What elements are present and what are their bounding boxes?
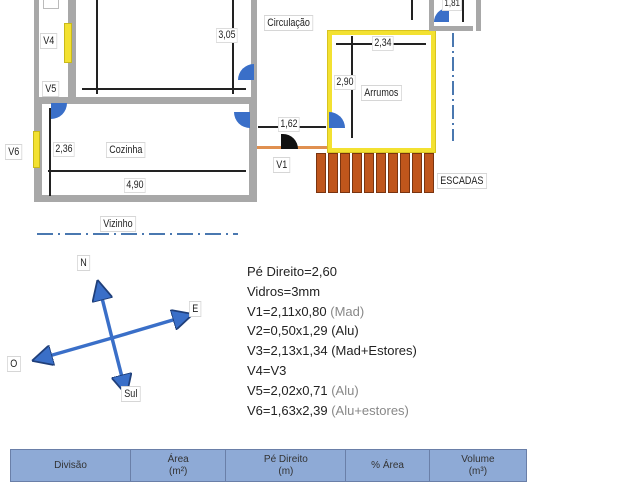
wall-cozinha-right [249,97,257,202]
door-top-right [434,8,449,22]
dim-1-62: 1,62 [278,117,300,132]
wall-top-right-bottom [429,26,473,31]
dim-line-top-right-a [411,0,413,20]
col-volume: Volume (m³) [461,453,495,477]
col-divisao: Divisão [11,450,132,481]
boundary-line-vertical [452,33,454,141]
door-cozinha-top [51,103,67,119]
label-cozinha: Cozinha [106,142,146,158]
note-v1: V1=2,11x0,80 (Mad) [247,303,365,319]
note-v5: V5=2,02x0,71 (Alu) [247,382,359,398]
dim-3-05: 3,05 [216,28,238,43]
dim-line-cozinha-depth [49,108,51,196]
label-v5: V5 [42,81,60,97]
label-v1: V1 [273,157,291,173]
dim-2-36: 2,36 [53,142,75,157]
label-circulacao: Circulação [264,15,314,31]
window-v6 [33,131,40,168]
note-v6: V6=1,63x2,39 (Alu+estores) [247,402,409,418]
note-v4: V4=V3 [247,362,287,378]
note-pe-direito: Pé Direito=2,60 [247,264,337,279]
dim-2-34: 2,34 [372,36,394,51]
dim-4-90: 4,90 [124,178,146,193]
label-escadas: ESCADAS [437,173,487,189]
wall-cozinha-bottom [34,195,257,202]
small-box [43,0,59,9]
door-cozinha-right [234,112,250,128]
wall-top-right-left [429,0,434,30]
compass-east: E [189,301,202,317]
door-upper-right [238,64,254,80]
dim-line-left [96,0,98,94]
window-v4 [64,23,72,63]
note-v2: V2=0,50x1,29 (Alu) [247,323,359,339]
label-v4: V4 [40,33,58,49]
col-area: Área (m²) [131,450,227,481]
door-v1 [281,134,298,149]
wall-mid-horizontal [34,97,257,104]
dim-line-upper-width [82,88,246,90]
wall-upper-left [68,0,76,100]
note-vidros: Vidros=3mm [247,283,321,299]
note-v3: V3=2,13x1,34 (Mad+Estores) [247,343,417,359]
compass-arrows-icon [0,250,240,410]
boundary-line-horizontal [37,233,238,235]
dim-2-90: 2,90 [334,75,356,90]
compass-south: Sul [121,386,141,402]
compass-west: O [7,356,21,372]
specifications-notes: Pé Direito=2,60 Vidros=3mm V1=2,11x0,80 … [247,262,417,420]
dim-line-cozinha-width [48,170,246,172]
dim-line-right [232,0,234,94]
wall-upper-right [251,0,257,104]
col-pe-direito: Pé Direito (m) [226,450,347,481]
compass-north: N [77,255,91,271]
label-vizinho: Vizinho [100,216,136,232]
col-percent-area: % Área [346,450,430,481]
label-v6: V6 [5,144,23,160]
dim-top-right: 1,81 [442,0,463,11]
label-arrumos: Arrumos [361,85,402,101]
wall-left-strip-outer [34,0,39,100]
wall-top-right-right [476,0,481,31]
dim-line-top-right-b [462,0,464,22]
room-arrumos [328,31,435,152]
areas-table-header: Divisão Área (m²) Pé Direito (m) % Área … [10,449,527,482]
